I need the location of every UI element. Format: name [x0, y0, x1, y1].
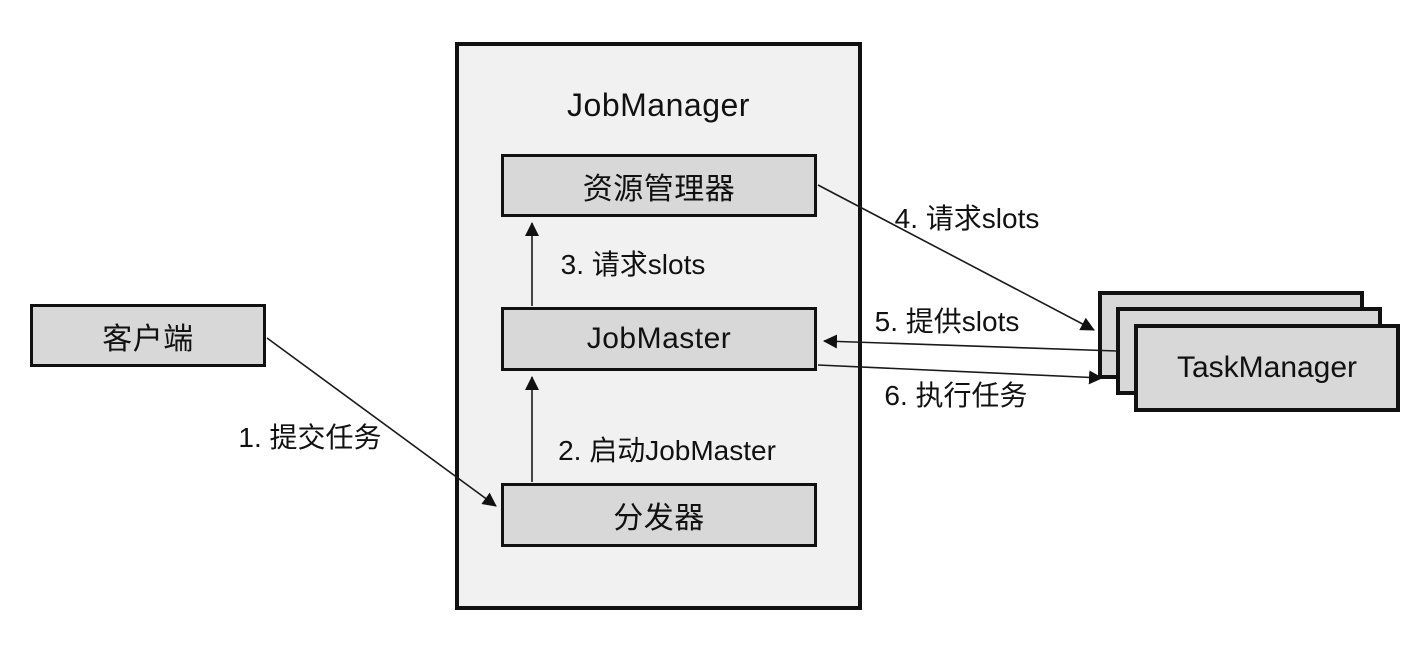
node-resource-manager: 资源管理器 [501, 154, 817, 217]
edge-label-request-slots-4: 4. 请求slots [894, 203, 1040, 234]
edge-label-execute-task: 6. 执行任务 [884, 380, 1028, 411]
edge-label-submit-job: 1. 提交任务 [238, 422, 382, 453]
node-dispatcher-label: 分发器 [613, 502, 705, 535]
edge-label-request-slots-3: 3. 请求slots [560, 249, 706, 280]
node-dispatcher: 分发器 [501, 483, 817, 547]
node-client-label: 客户端 [102, 322, 194, 356]
node-client: 客户端 [30, 304, 266, 367]
node-job-master-label: JobMaster [586, 322, 732, 355]
node-task-manager-label: TaskManager [1176, 351, 1358, 384]
jobmanager-title: JobManager [567, 87, 750, 123]
edge-label-offer-slots: 5. 提供slots [874, 306, 1020, 337]
arrow-5-offer-slots [823, 334, 1118, 352]
edge-label-start-jobmaster: 2. 启动JobMaster [558, 435, 776, 466]
node-task-manager: TaskManager [1134, 324, 1400, 412]
node-resource-manager-label: 资源管理器 [582, 172, 736, 206]
node-job-master: JobMaster [501, 307, 817, 371]
